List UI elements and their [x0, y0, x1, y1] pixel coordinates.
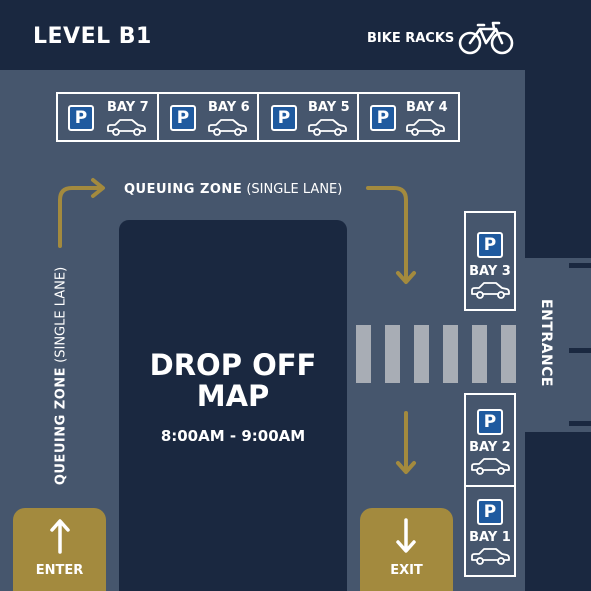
drop-off-island [119, 220, 347, 591]
entrance-marker [569, 421, 591, 426]
bay-5[interactable]: P BAY 5 [257, 92, 359, 142]
entrance-marker [569, 263, 591, 268]
drop-off-hours: 8:00AM - 9:00AM [160, 427, 306, 445]
parking-icon: P [477, 232, 503, 258]
bay-label: BAY 5 [308, 100, 350, 115]
crossing-stripe [385, 325, 400, 383]
exit-label: EXIT [390, 563, 423, 578]
map-title: DROP OFF MAP [119, 350, 347, 412]
map-title-line-1: DROP OFF [149, 348, 317, 382]
bay-label: BAY 1 [469, 530, 511, 545]
crossing-stripe [472, 325, 487, 383]
level-title: LEVEL B1 [33, 24, 152, 49]
parking-icon: P [477, 409, 503, 435]
queue-lane-text: (SINGLE LANE) [246, 182, 343, 197]
exit-gate[interactable]: EXIT [360, 508, 453, 591]
car-icon [471, 548, 510, 565]
enter-label: ENTER [35, 563, 84, 578]
down-arrow-icon [396, 518, 416, 553]
car-icon [471, 458, 510, 475]
arrowhead [396, 271, 416, 284]
bay-1[interactable]: P BAY 1 [464, 485, 516, 577]
queue-zone-text: QUEUING ZONE [124, 182, 243, 197]
bay-6[interactable]: P BAY 6 [157, 92, 259, 142]
bicycle-icon [458, 21, 514, 55]
bay-label: BAY 6 [208, 100, 250, 115]
up-arrow-icon [50, 519, 70, 554]
queue-zone-label-top: QUEUING ZONE (SINGLE LANE) [124, 182, 342, 197]
bay-label: BAY 3 [469, 264, 511, 279]
bay-label: BAY 2 [469, 440, 511, 455]
parking-icon: P [271, 105, 297, 131]
crossing-stripe [356, 325, 371, 383]
bay-3[interactable]: P BAY 3 [464, 211, 516, 311]
parking-icon: P [68, 105, 94, 131]
enter-gate[interactable]: ENTER [13, 508, 106, 591]
entrance-marker [569, 348, 591, 353]
arrowhead [396, 461, 416, 474]
bay-label: BAY 4 [406, 100, 448, 115]
car-icon [471, 282, 510, 299]
crossing-stripe [443, 325, 458, 383]
entrance-opening [525, 258, 591, 432]
bay-label: BAY 7 [107, 100, 149, 115]
crossing-stripe [414, 325, 429, 383]
parking-icon: P [170, 105, 196, 131]
queue-arrow-left [58, 186, 102, 248]
bay-7[interactable]: P BAY 7 [56, 92, 159, 142]
bay-2[interactable]: P BAY 2 [464, 393, 516, 487]
car-icon [107, 119, 146, 136]
arrowhead [91, 178, 105, 198]
car-icon [308, 119, 347, 136]
queue-arrow-right [366, 186, 408, 282]
parking-icon: P [477, 499, 503, 525]
crossing-stripe [501, 325, 516, 383]
bay-4[interactable]: P BAY 4 [357, 92, 460, 142]
car-icon [406, 119, 445, 136]
bike-racks-label: BIKE RACKS [367, 31, 455, 46]
map-title-line-2: MAP [196, 379, 270, 413]
parking-icon: P [370, 105, 396, 131]
car-icon [208, 119, 247, 136]
